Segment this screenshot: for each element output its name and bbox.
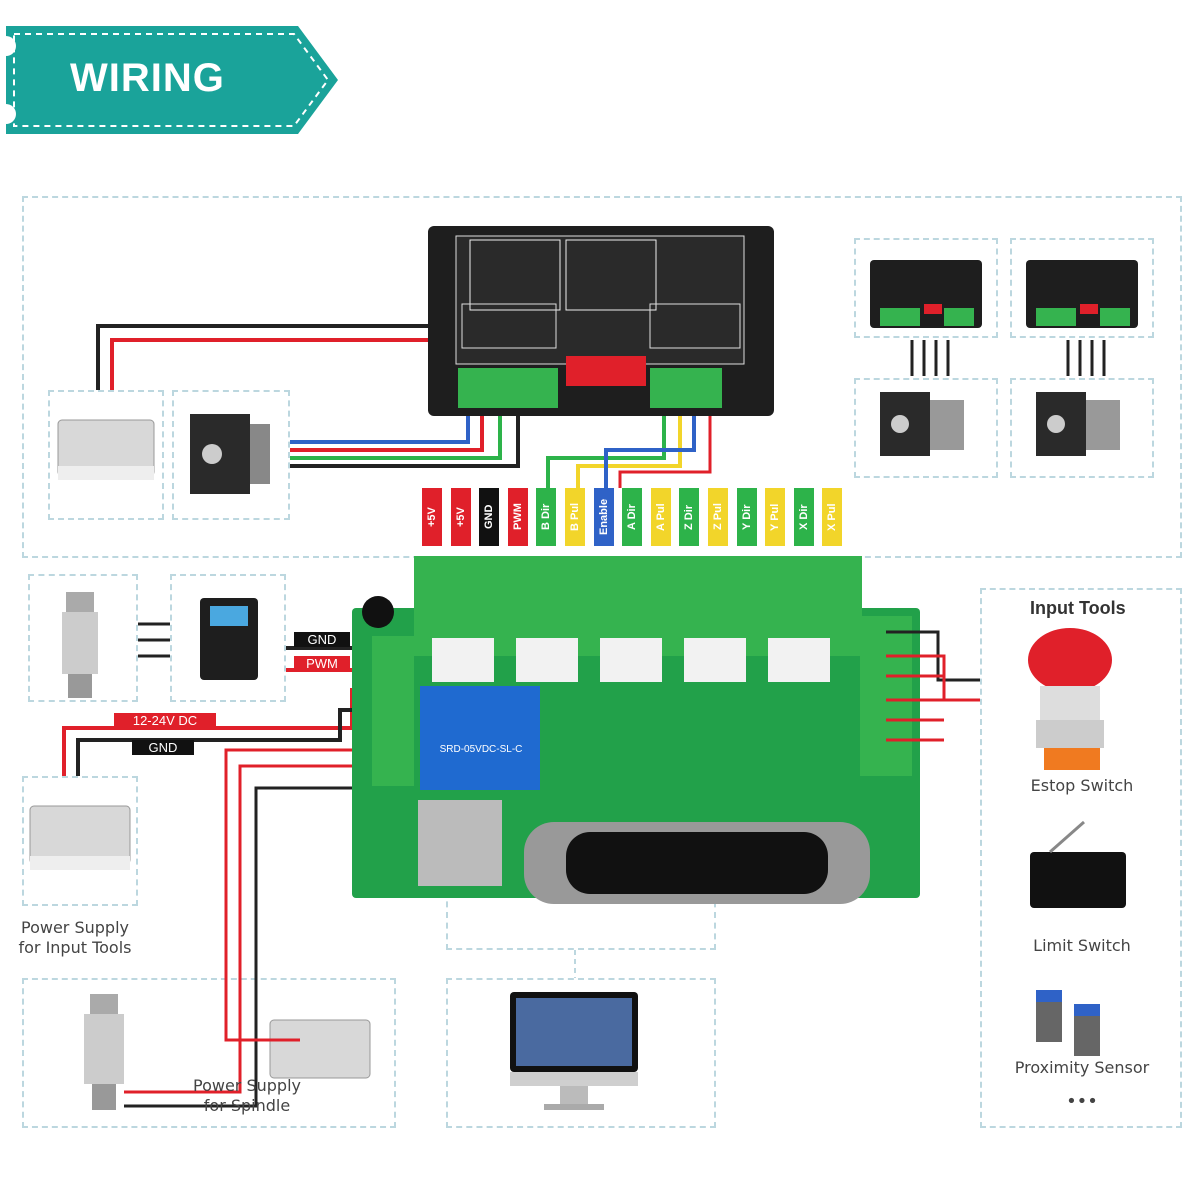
power-supply-icon-input [29,805,131,870]
stepper-motor-box [172,390,290,520]
pin-label-z-pul: Z Pul [708,488,728,546]
pin-label-b-dir: B Dir [536,488,557,546]
pin-label-b-pul: B Pul [565,488,585,546]
pin-label-x-dir: X Dir [793,488,814,546]
power-supply-icon-spindle [269,1019,371,1079]
relay-text: SRD-05VDC-SL-C [439,744,523,755]
pin-label-a-dir: A Dir [622,488,643,546]
vfd-box [170,574,286,702]
input-tools-box [980,588,1182,1128]
pin-label--5v: +5V [422,488,442,546]
driver-right-2-box [1010,238,1154,338]
proximity-sensor-label: Proximity Sensor [1014,1058,1150,1077]
pin-label-gnd: GND [479,488,500,546]
pwm-tag-spindle: PWM [294,656,350,671]
stepper-motor-icon-2 [880,392,964,456]
title-banner [6,26,338,134]
banner-shape [6,26,338,134]
more-indicator: ••• [1066,1091,1098,1112]
pin-label-x-pul: X Pul [822,488,843,546]
spindle-icon-top [62,592,98,698]
gnd-tag-spindle: GND [294,632,350,647]
power-supply-top-box [48,390,164,520]
breakout-board [352,556,920,904]
power-supply-spindle-label: Power Supply for Spindle [193,1076,301,1115]
estop-switch-label: Estop Switch [1030,776,1134,795]
pin-label-y-pul: Y Pul [765,488,786,546]
spindle-box [28,574,138,702]
stepper-motor-icon-3 [1036,392,1120,456]
pin-label-a-pul: A Pul [650,488,671,546]
power-supply-icon-top [57,419,155,480]
limit-switch-label: Limit Switch [1033,936,1131,955]
input-tools-title: Input Tools [1030,598,1126,618]
vfd-icon [200,598,258,680]
estop-switch-icon [1028,628,1112,770]
stepper-driver-small-1 [870,260,982,328]
stepper-motor-icon-1 [190,414,270,494]
stepper-driver-main [428,226,774,416]
pin-label-pwm: PWM [507,488,528,546]
power-supply-input-box [22,776,138,906]
computer-monitor-icon [510,992,638,1110]
pin-label-y-dir: Y Dir [736,488,757,546]
pin-label-z-dir: Z Dir [679,488,700,546]
driver-right-1-box [854,238,998,338]
motor-right-2-box [1010,378,1154,478]
proximity-sensor-icon [1036,990,1100,1056]
spindle-power-box [22,978,396,1128]
pin-label-enable: Enable [593,488,614,546]
db25-connector-box [446,880,716,950]
gnd-tag-input: GND [132,740,194,755]
power-12-24-tag: 12-24V DC [114,713,216,728]
stepper-driver-small-2 [1026,260,1138,328]
power-supply-input-label: Power Supply for Input Tools [18,918,132,957]
limit-switch-icon [1030,820,1126,908]
motor-right-1-box [854,378,998,478]
title-text: WIRING [70,56,225,100]
pin-label--5v: +5V [450,488,471,546]
spindle-icon-bottom [84,994,124,1110]
computer-box [446,978,716,1128]
